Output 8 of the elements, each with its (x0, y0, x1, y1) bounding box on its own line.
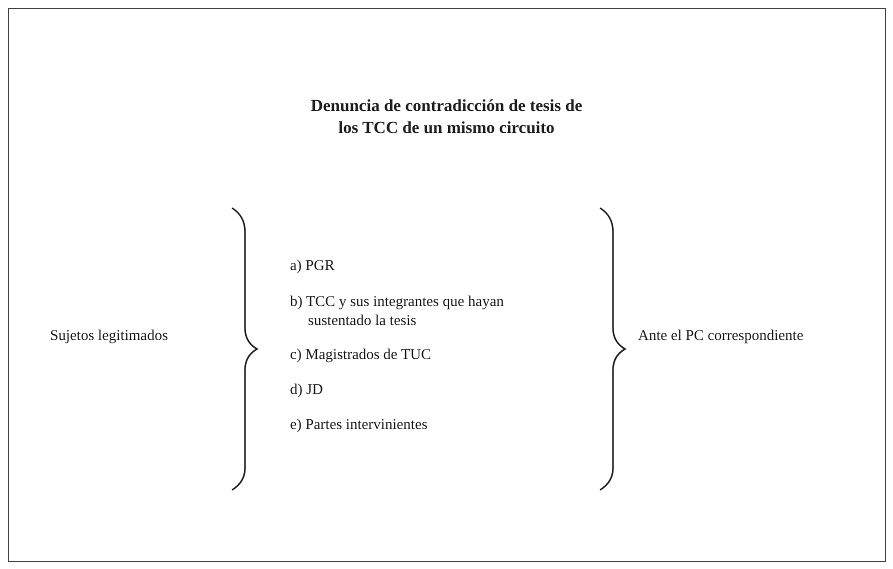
list-item: a) PGR (290, 257, 335, 276)
title: Denuncia de contradicción de tesis de los TCC de un mismo circuito (310, 95, 584, 139)
list-item: e) Partes intervinientes (290, 416, 428, 435)
list-item: b) TCC y sus integrantes que hayan sustentado la tesis (290, 293, 505, 331)
list-item: c) Magistrados de TUC (290, 346, 431, 365)
side-label: Ante el PC correspondiente (638, 327, 804, 346)
list-item: d) JD (290, 381, 323, 400)
side-label: Sujetos legitimados (50, 327, 168, 346)
